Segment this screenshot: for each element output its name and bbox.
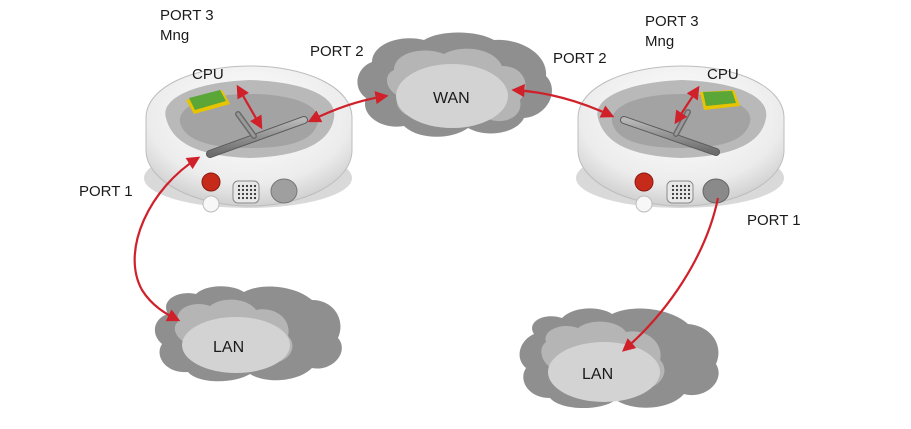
left-grille-icon	[233, 181, 259, 203]
right-mng-label: Mng	[645, 33, 674, 50]
left-port1-label: PORT 1	[79, 183, 133, 200]
wan-cloud: WAN	[357, 33, 552, 137]
right-port2-label: PORT 2	[553, 50, 607, 67]
left-cpu-label: CPU	[192, 66, 224, 83]
right-device	[576, 66, 784, 212]
left-port3-label: PORT 3	[160, 7, 214, 24]
left-lan-label: LAN	[213, 339, 244, 356]
right-port3-label: PORT 3	[645, 13, 699, 30]
right-cpu-label: CPU	[707, 66, 739, 83]
right-led-white-icon	[636, 196, 652, 212]
left-led-red-icon	[202, 173, 220, 191]
left-port2-label: PORT 2	[310, 43, 364, 60]
right-port1-label: PORT 1	[747, 212, 801, 229]
left-port-button-icon	[271, 179, 297, 203]
left-device	[144, 66, 352, 212]
left-lan-cloud: LAN	[155, 286, 342, 381]
right-lan-cloud: LAN	[520, 308, 719, 408]
left-led-white-icon	[203, 196, 219, 212]
right-grille-icon	[667, 181, 693, 203]
right-lan-label: LAN	[582, 366, 613, 383]
right-led-red-icon	[635, 173, 653, 191]
right-port-button-icon	[703, 179, 729, 203]
left-mng-label: Mng	[160, 27, 189, 44]
wan-label: WAN	[433, 90, 470, 107]
